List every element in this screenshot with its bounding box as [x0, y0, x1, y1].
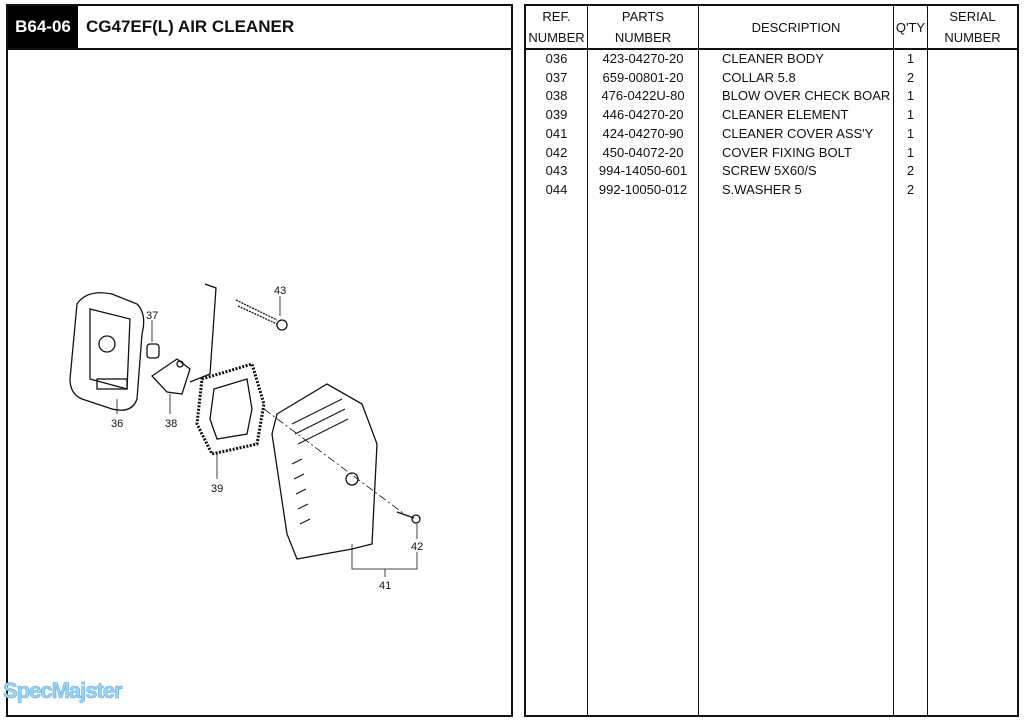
header-description: DESCRIPTION: [751, 19, 841, 35]
table-row: 042 450-04072-20 COVER FIXING BOLT 1: [526, 144, 1017, 163]
table-row: 038 476-0422U-80 BLOW OVER CHECK BOAR 1: [526, 87, 1017, 106]
cell-part: 994-14050-601: [598, 163, 688, 179]
cell-ref: 044: [545, 181, 568, 197]
cleaner-element: [195, 362, 266, 456]
watermark-logo: SpecMajster: [3, 678, 123, 704]
cell-part: 423-04270-20: [602, 51, 684, 66]
table-row: 039 446-04270-20 CLEANER ELEMENT 1: [526, 106, 1017, 125]
cell-desc: CLEANER COVER ASS'Y: [722, 125, 874, 141]
cell-ref: 041: [545, 125, 568, 141]
cell-desc: SCREW 5X60/S: [722, 163, 817, 179]
cell-desc: COVER FIXING BOLT: [722, 144, 852, 160]
screw: [396, 511, 415, 519]
cell-qty: 2: [906, 69, 915, 85]
cell-part: 992-10050-012: [598, 181, 688, 197]
cell-ref: 039: [545, 107, 568, 123]
cell-part: 446-04270-20: [602, 107, 684, 123]
cell-desc: S.WASHER 5: [722, 181, 802, 197]
table-row: 036 423-04270-20 CLEANER BODY 1: [526, 50, 1017, 69]
table-row: 041 424-04270-90 CLEANER COVER ASS'Y 1: [526, 125, 1017, 144]
cell-qty: 2: [906, 181, 915, 197]
cell-qty: 1: [906, 144, 915, 160]
callout-38: 38: [165, 418, 177, 430]
callout-37: 37: [146, 310, 158, 322]
cell-desc: COLLAR 5.8: [722, 69, 796, 85]
callout-42: 42: [411, 541, 423, 553]
cell-part: 659-00801-20: [602, 69, 684, 85]
table-row: 037 659-00801-20 COLLAR 5.8 2: [526, 69, 1017, 88]
diagram-panel: B64-06 CG47EF(L) AIR CLEANER: [6, 4, 513, 717]
callout-43: 43: [274, 285, 286, 297]
page-title: CG47EF(L) AIR CLEANER: [86, 17, 295, 36]
cell-ref: 037: [545, 69, 568, 85]
cleaner-cover: [271, 383, 378, 560]
callout-36: 36: [111, 418, 123, 430]
callout-41: 41: [379, 580, 391, 592]
cell-qty: 1: [906, 107, 915, 123]
callout-39: 39: [211, 483, 223, 495]
table-row: 043 994-14050-601 SCREW 5X60/S 2: [526, 162, 1017, 181]
cell-qty: 1: [906, 88, 915, 104]
cleaner-body: [69, 292, 145, 411]
cell-part: 424-04270-90: [602, 125, 684, 141]
cell-part: 450-04072-20: [602, 144, 684, 160]
cell-qty: 1: [906, 51, 915, 66]
cell-desc: BLOW OVER CHECK BOAR: [722, 88, 891, 104]
cell-ref: 036: [545, 51, 568, 66]
cell-part: 476-0422U-80: [601, 88, 685, 104]
cell-desc: CLEANER ELEMENT: [722, 107, 849, 123]
cell-ref: 043: [545, 163, 568, 179]
section-code: B64-06: [8, 6, 78, 48]
cell-desc: CLEANER BODY: [722, 51, 824, 66]
check-board: [151, 358, 191, 395]
table-row: 044 992-10050-012 S.WASHER 5 2: [526, 181, 1017, 200]
exploded-parts-diagram: 36 37 38 39 41 42 43: [69, 283, 423, 592]
cell-qty: 1: [906, 125, 915, 141]
collar: [146, 343, 160, 359]
cell-ref: 038: [545, 88, 568, 104]
bolt: [235, 299, 278, 325]
page-header: B64-06 CG47EF(L) AIR CLEANER: [8, 6, 511, 50]
cell-qty: 2: [906, 163, 915, 179]
header-ref: REF.NUMBER: [528, 9, 585, 45]
header-qty: Q'TY: [895, 19, 926, 35]
cell-ref: 042: [545, 144, 568, 160]
